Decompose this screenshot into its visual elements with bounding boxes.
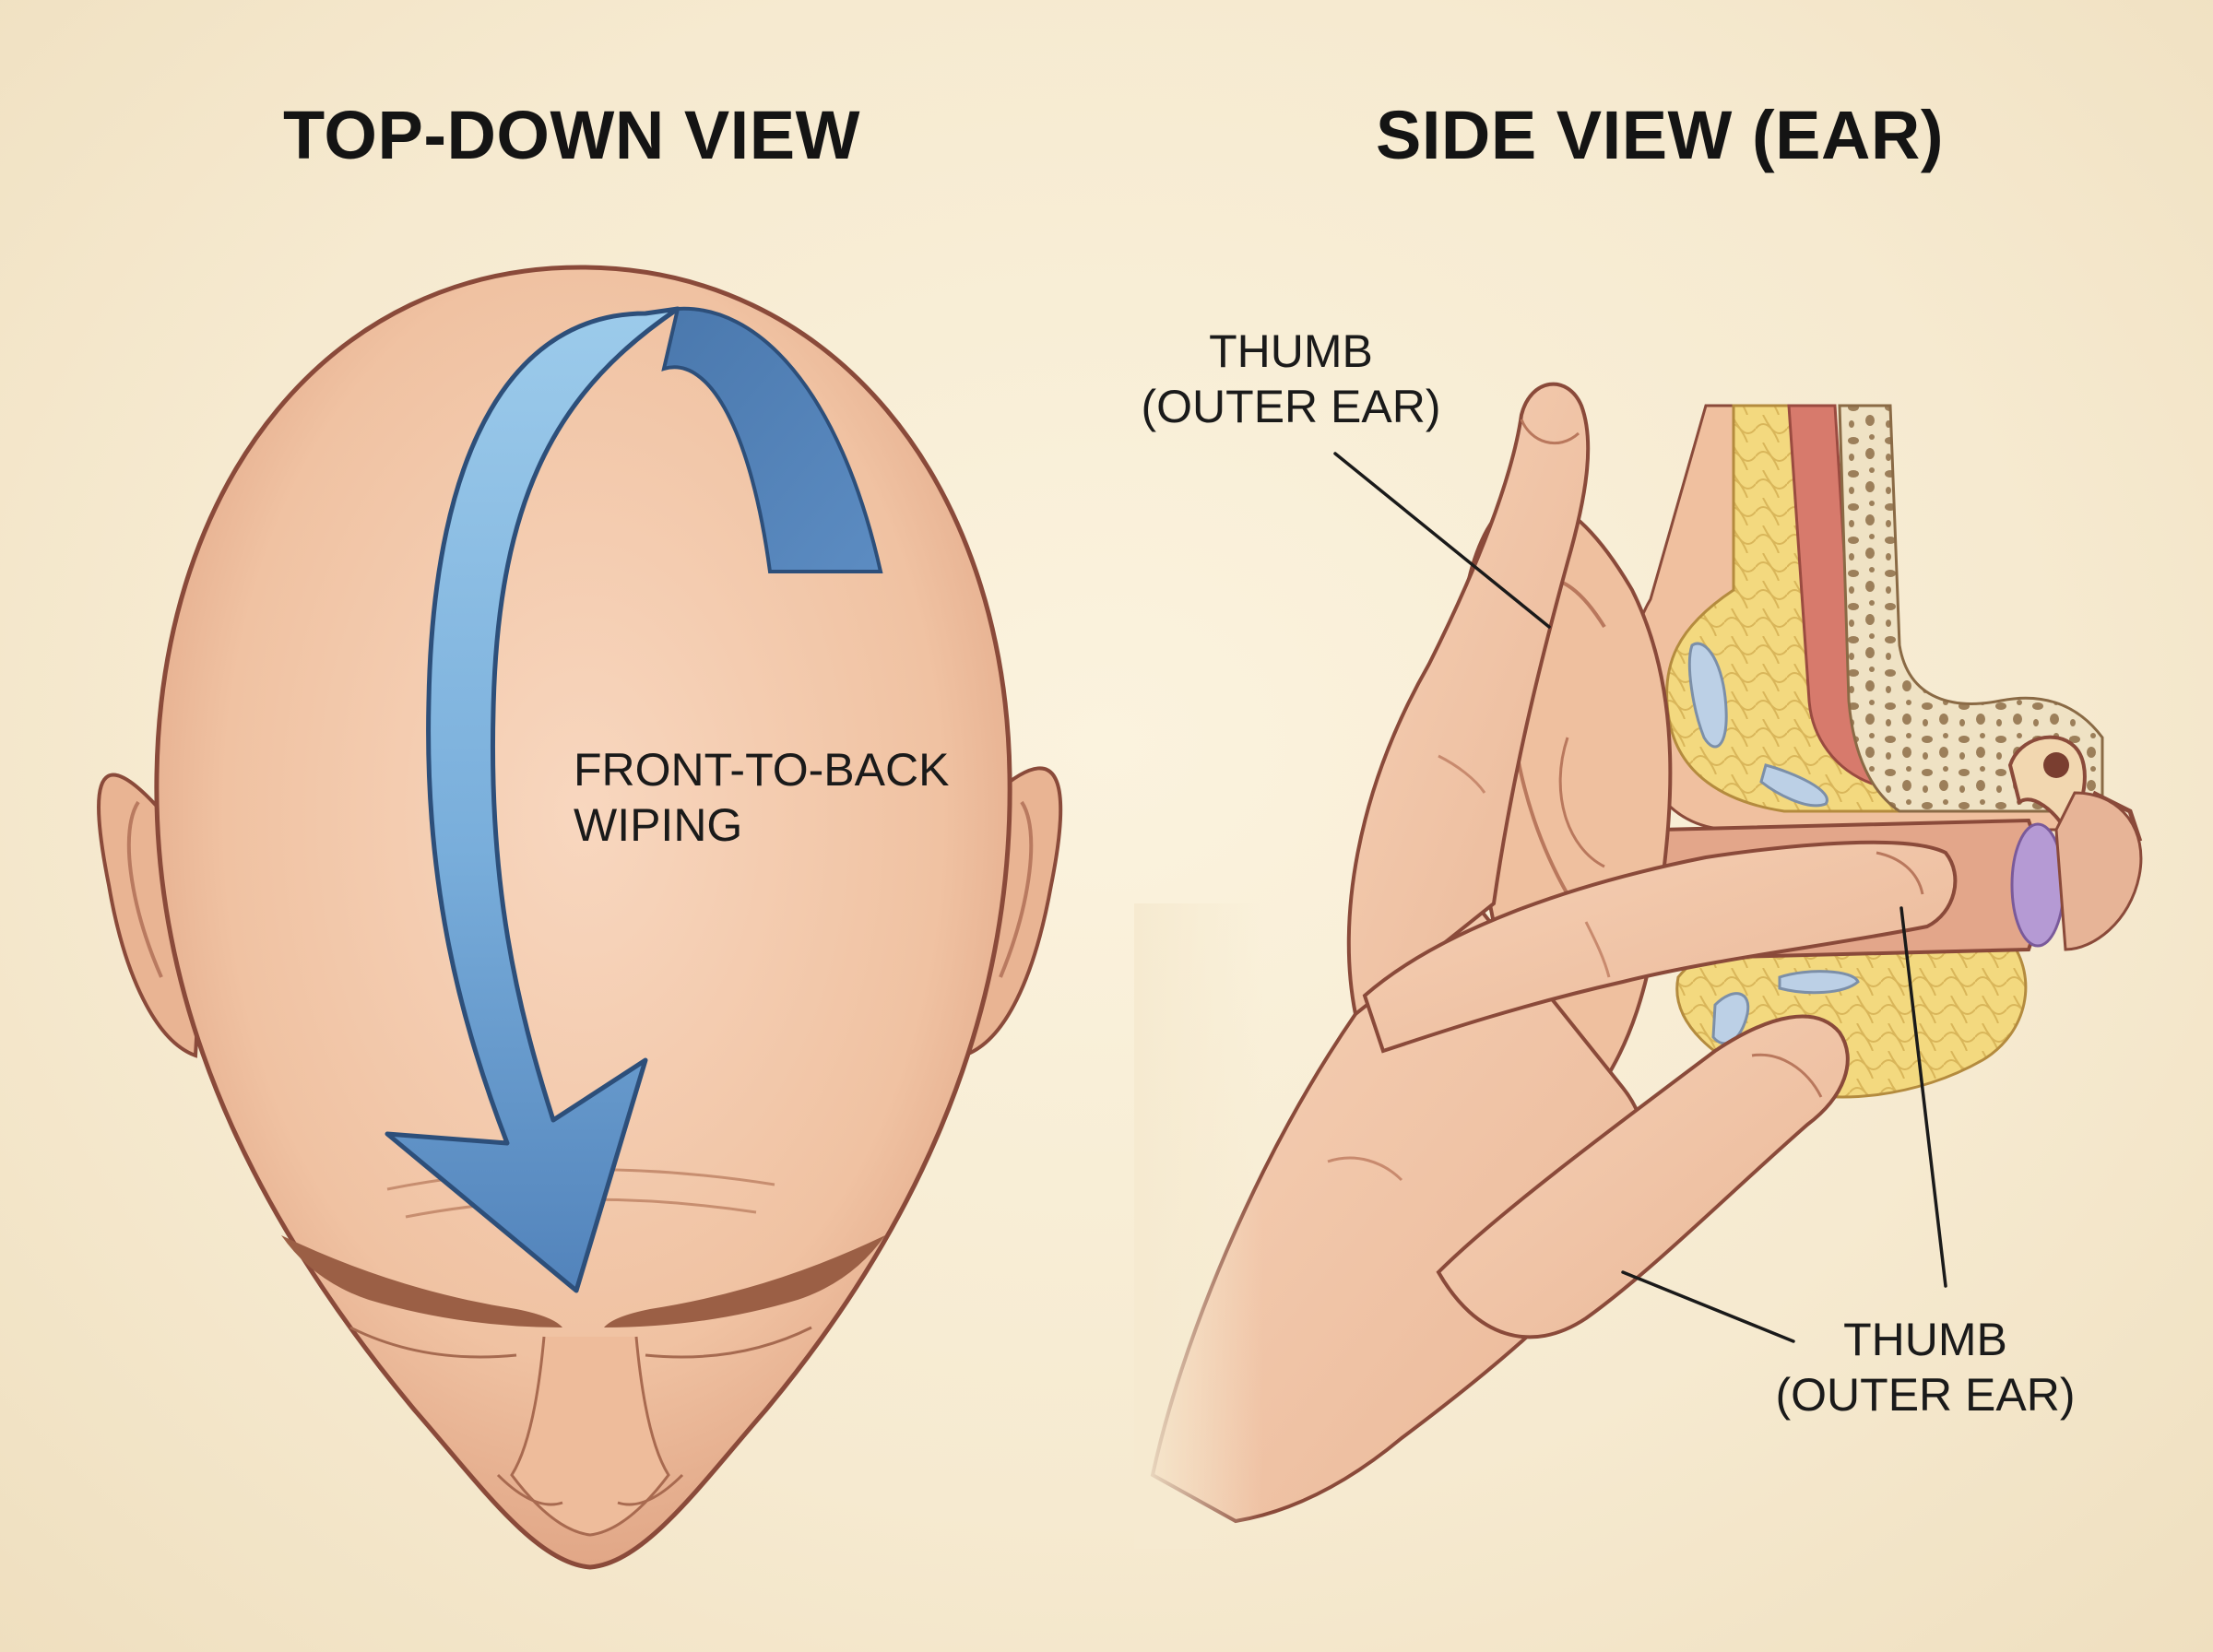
label-front-to-back-line1: FRONT-TO-BACK — [574, 744, 949, 796]
wrist-fade — [1134, 903, 1263, 1549]
upper-finger — [1346, 382, 1591, 1018]
leader-line-top — [1333, 452, 1551, 629]
leader-line-bottom-a — [1899, 906, 1947, 1288]
label-thumb-top-line1: THUMB — [1209, 325, 1373, 377]
index-finger-in-canal — [1362, 840, 1958, 1054]
label-front-to-back-line2: WIPING — [574, 799, 742, 851]
label-thumb-top-line2: (OUTER EAR) — [1142, 381, 1441, 432]
label-thumb-bottom-line1: THUMB — [1843, 1314, 2007, 1365]
title-side-view-ear: SIDE VIEW (EAR) — [1376, 97, 1944, 173]
brow-right — [604, 1235, 885, 1328]
hand — [1150, 382, 1958, 1524]
nose — [510, 1336, 670, 1537]
temporal-bone — [1838, 404, 2104, 813]
label-thumb-bottom-line2: (OUTER EAR) — [1776, 1369, 2076, 1421]
left-ear — [97, 773, 206, 1058]
front-to-back-arrow — [385, 306, 883, 1293]
head-outline — [154, 265, 1012, 1570]
brow-left — [281, 1235, 562, 1328]
ear-cross-section — [1630, 404, 2143, 1099]
thumb — [1436, 1014, 1850, 1339]
head-top-down — [97, 265, 1063, 1570]
leader-line-bottom-b — [1621, 1270, 1795, 1343]
title-top-down-view: TOP-DOWN VIEW — [283, 97, 860, 173]
